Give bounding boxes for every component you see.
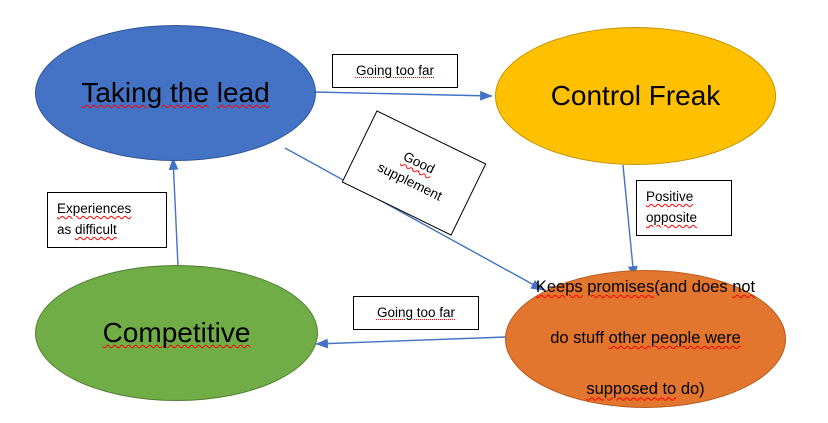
kp-l1-c: (and does xyxy=(654,278,733,297)
edge-label-going-too-far-bottom[interactable]: Going too far xyxy=(353,296,479,330)
edge-label-going-too-far-top[interactable]: Going too far xyxy=(332,54,458,88)
experiences-line-2-prefix: as xyxy=(57,222,76,237)
edge-competitive-to-taking-the-lead xyxy=(168,157,179,267)
node-keeps-promises-line-2: do stuff other people were xyxy=(536,326,755,352)
node-keeps-promises-line-3: supposed to do) xyxy=(536,377,755,403)
node-competitive[interactable]: Competitive xyxy=(35,265,318,401)
kp-l2-b: other people were xyxy=(608,329,741,348)
kp-l1-d: not xyxy=(732,278,756,297)
edge-label-experiences-as-difficult[interactable]: Experiences as difficult xyxy=(47,192,167,248)
node-taking-the-lead[interactable]: Taking the lead xyxy=(35,25,316,161)
edge-taking-the-lead-to-keeps-promises xyxy=(284,147,544,291)
kp-l1-a: Keeps xyxy=(535,278,583,297)
edge-label-positive-opposite-text: Positive opposite xyxy=(637,187,706,229)
node-control-freak-label: Control Freak xyxy=(550,80,721,112)
node-control-freak[interactable]: Control Freak xyxy=(495,27,776,165)
node-competitive-label: Competitive xyxy=(93,315,261,351)
node-taking-the-lead-text-part1: Taking the xyxy=(81,77,209,109)
kp-l3-a: supposed to xyxy=(586,380,677,399)
edge-label-positive-opposite[interactable]: Positive opposite xyxy=(636,180,732,236)
node-keeps-promises-label: Keeps promises(and does not do stuff oth… xyxy=(526,250,765,423)
edge-keeps-promises-to-competitive xyxy=(315,336,507,349)
node-taking-the-lead-label: Taking the lead xyxy=(71,75,279,111)
edge-control-freak-to-keeps-promises xyxy=(622,164,638,279)
node-taking-the-lead-text-part2: lead xyxy=(216,77,270,109)
positive-line-2: opposite xyxy=(646,210,698,225)
node-competitive-text: Competitive xyxy=(102,317,251,349)
experiences-line-2-word: difficult xyxy=(75,222,117,237)
edge-label-experiences-as-difficult-text: Experiences as difficult xyxy=(48,199,140,241)
node-keeps-promises-line-1: Keeps promises(and does not xyxy=(536,275,755,301)
edge-taking-the-lead-to-control-freak xyxy=(313,90,493,101)
positive-line-1: Positive xyxy=(646,189,694,205)
space xyxy=(209,77,217,108)
edge-label-going-too-far-bottom-text: Going too far xyxy=(376,304,456,320)
kp-l1-b: promises xyxy=(587,278,655,297)
kp-l2-a: do stuff xyxy=(550,329,609,348)
experiences-line-1: Experiences xyxy=(57,201,132,217)
node-keeps-promises[interactable]: Keeps promises(and does not do stuff oth… xyxy=(505,270,786,408)
kp-l3-b: do) xyxy=(676,380,705,399)
edge-label-going-too-far-top-text: Going too far xyxy=(355,62,435,78)
